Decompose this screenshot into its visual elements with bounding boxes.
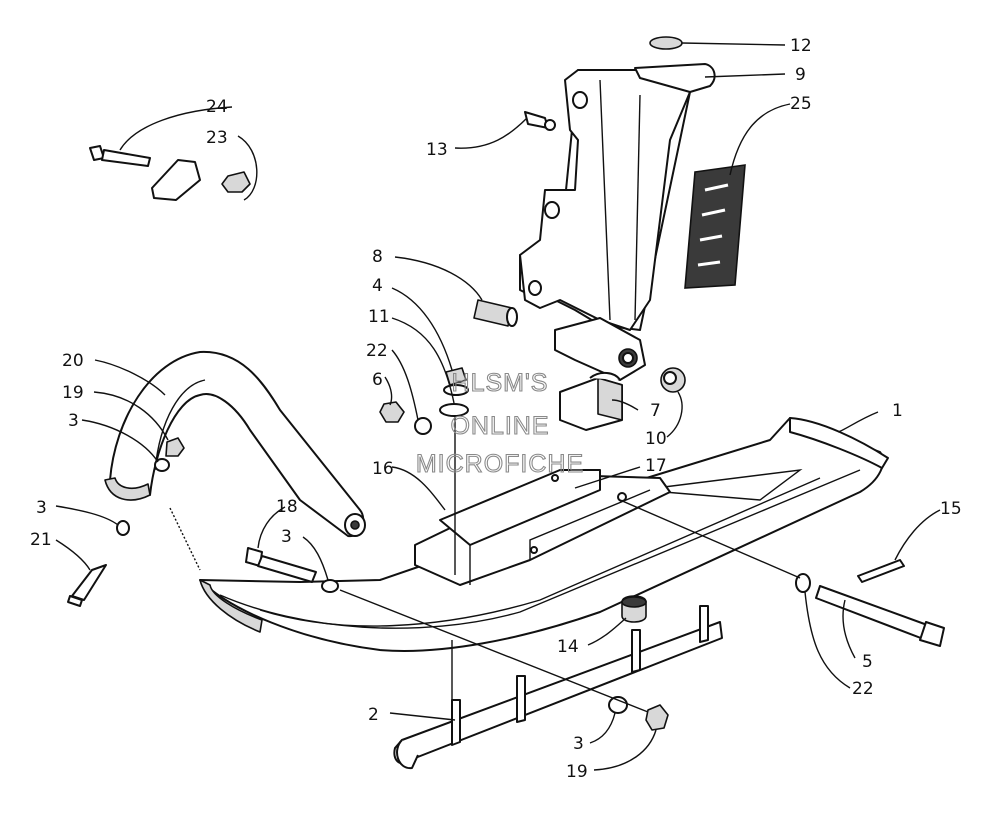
bolt-stack — [379, 367, 469, 575]
callout-labels: 1 2 3 3 3 3 4 5 6 7 8 9 10 11 12 13 14 1… — [30, 36, 962, 782]
callout-14: 14 — [557, 637, 579, 657]
callout-3-handle: 3 — [68, 411, 79, 431]
callout-5: 5 — [862, 652, 873, 672]
watermark-line-2: ONLINE — [450, 412, 549, 440]
assembly-line-3 — [339, 589, 649, 713]
bolt-5 — [795, 559, 945, 647]
callout-4: 4 — [372, 276, 383, 296]
callout-23: 23 — [206, 128, 228, 148]
bushing-8 — [473, 299, 518, 327]
callout-11: 11 — [368, 307, 390, 327]
assembly-line — [169, 507, 201, 571]
callout-9: 9 — [795, 65, 806, 85]
bolt-18 — [245, 547, 339, 593]
watermark-line-3: MICROFICHE — [416, 450, 584, 478]
callout-20: 20 — [62, 351, 84, 371]
grease-fitting — [524, 111, 556, 131]
bracket-group — [89, 145, 251, 201]
callout-1: 1 — [892, 401, 903, 421]
callout-7: 7 — [650, 401, 661, 421]
callout-24: 24 — [206, 97, 228, 117]
ski-saddle — [414, 469, 671, 586]
callout-19-handle: 19 — [62, 383, 84, 403]
callout-18: 18 — [276, 497, 298, 517]
spindle-cap — [649, 36, 683, 50]
callout-16: 16 — [372, 459, 394, 479]
spindle — [519, 63, 716, 381]
callout-19-bottom: 19 — [566, 762, 588, 782]
loop-handle — [104, 350, 366, 538]
callout-22-right: 22 — [852, 679, 874, 699]
callout-25: 25 — [790, 94, 812, 114]
bottom-fasteners — [608, 696, 669, 731]
watermark: HLSM'S ONLINE MICROFICHE — [415, 368, 584, 478]
watermark-line-1: HLSM'S — [452, 369, 549, 397]
callout-8: 8 — [372, 247, 383, 267]
callout-22-left: 22 — [366, 341, 388, 361]
callout-13: 13 — [426, 140, 448, 160]
callout-12: 12 — [790, 36, 812, 56]
decal — [684, 164, 746, 289]
callout-2: 2 — [368, 705, 379, 725]
callout-3-bottom: 3 — [573, 734, 584, 754]
callout-15: 15 — [940, 499, 962, 519]
callout-21: 21 — [30, 530, 52, 550]
assembly-line-4 — [619, 499, 801, 579]
callout-17: 17 — [645, 456, 667, 476]
callout-10: 10 — [645, 429, 667, 449]
bushing-10 — [660, 367, 686, 393]
leader-lines — [55, 42, 941, 771]
handle-fasteners — [67, 437, 185, 607]
damper-block — [559, 372, 623, 431]
callout-3-bolt18: 3 — [281, 527, 292, 547]
runner — [393, 605, 723, 770]
callout-3-left: 3 — [36, 498, 47, 518]
callout-6: 6 — [372, 370, 383, 390]
